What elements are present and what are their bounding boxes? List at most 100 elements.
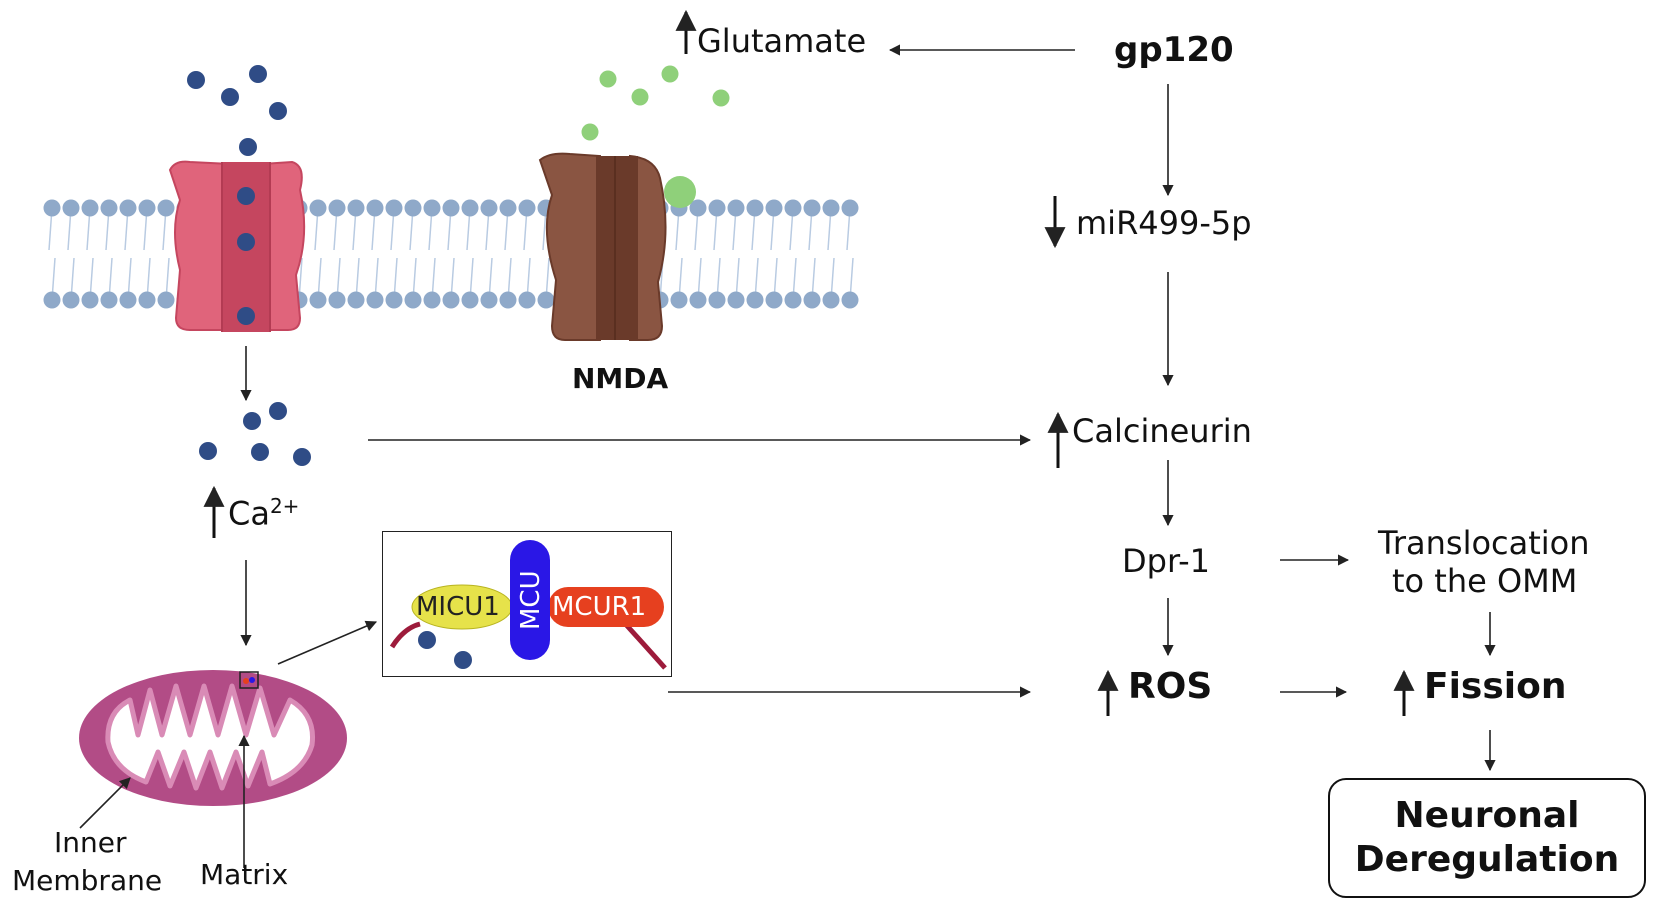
lipid-head — [765, 291, 783, 309]
lipid-head — [119, 291, 137, 309]
lipid-head — [822, 199, 840, 217]
calcium-ion — [221, 88, 239, 106]
lipid-head — [708, 199, 726, 217]
nmda-label: NMDA — [572, 362, 669, 395]
gp120-label: gp120 — [1114, 30, 1234, 70]
lipid-head — [328, 199, 346, 217]
calcium-ion — [237, 307, 255, 325]
lipid-head — [480, 291, 498, 309]
lipid-head — [442, 199, 460, 217]
lipid-head — [138, 291, 156, 309]
glutamate-molecule — [712, 89, 730, 107]
lipid-head — [727, 291, 745, 309]
lipid-head — [746, 199, 764, 217]
ros-label: ROS — [1128, 666, 1213, 707]
calcium-ion — [293, 448, 311, 466]
lipid-head — [328, 291, 346, 309]
lipid-head — [309, 291, 327, 309]
lipid-head — [480, 199, 498, 217]
lipid-head — [727, 199, 745, 217]
lipid-head — [62, 291, 80, 309]
lipid-head — [461, 291, 479, 309]
lipid-head — [366, 291, 384, 309]
lipid-head — [309, 199, 327, 217]
calcium-charge: 2+ — [269, 494, 300, 518]
dpr1-label: Dpr-1 — [1122, 542, 1210, 580]
cell-membrane — [43, 199, 859, 309]
lipid-head — [518, 199, 536, 217]
lipid-head — [803, 199, 821, 217]
lipid-head — [347, 199, 365, 217]
calcium-ion — [269, 402, 287, 420]
inner-membrane-label-line1: Inner — [54, 826, 127, 859]
translocation-label-line2: to the OMM — [1392, 562, 1578, 600]
fission-label: Fission — [1424, 666, 1567, 707]
glutamate-label: Glutamate — [697, 22, 867, 60]
lipid-head — [404, 199, 422, 217]
lipid-head — [841, 291, 859, 309]
calcium-ion — [269, 102, 287, 120]
nmda-receptor — [538, 152, 667, 341]
lipid-head — [822, 291, 840, 309]
neuronal-deregulation-line2: Deregulation — [1354, 839, 1620, 880]
lipid-head — [746, 291, 764, 309]
calcium-ion — [239, 138, 257, 156]
lipid-head — [442, 291, 460, 309]
inner-membrane-label-line2: Membrane — [12, 864, 163, 897]
lipid-head — [784, 199, 802, 217]
calcium-channel — [168, 160, 306, 332]
lipid-head — [537, 291, 555, 309]
calcium-ion — [237, 233, 255, 251]
lipid-head — [157, 291, 175, 309]
calcium-ion — [187, 71, 205, 89]
calcium-ions — [187, 65, 311, 466]
calcium-ion — [237, 187, 255, 205]
micu1-label: MICU1 — [416, 592, 500, 622]
lipid-head — [100, 199, 118, 217]
glutamate-molecules — [581, 65, 730, 141]
lipid-head — [404, 291, 422, 309]
mcu-complex — [389, 540, 667, 670]
calcium-label: Ca2+ — [228, 494, 299, 533]
mitochondrion — [79, 670, 347, 806]
glutamate-molecule — [631, 88, 649, 106]
lipid-head — [518, 291, 536, 309]
lipid-head — [138, 199, 156, 217]
mcu-inset-frame — [382, 531, 672, 677]
lipid-head — [765, 199, 783, 217]
lipid-head — [841, 199, 859, 217]
lipid-head — [499, 291, 517, 309]
mir-label: miR499-5p — [1076, 204, 1252, 242]
translocation-label-line1: Translocation — [1378, 524, 1590, 562]
glutamate-bound — [664, 176, 696, 208]
mcur1-label: MCUR1 — [552, 592, 647, 622]
lipid-head — [689, 291, 707, 309]
lipid-head — [347, 291, 365, 309]
lipid-head — [670, 291, 688, 309]
calcium-ion — [249, 65, 267, 83]
trend-arrows — [203, 9, 1415, 716]
glutamate-molecule — [581, 123, 599, 141]
lipid-head — [689, 199, 707, 217]
lipid-head — [499, 199, 517, 217]
lipid-head — [43, 199, 61, 217]
lipid-head — [708, 291, 726, 309]
lipid-head — [100, 291, 118, 309]
lipid-head — [43, 291, 61, 309]
flow-arrows — [79, 44, 1496, 868]
lipid-head — [81, 291, 99, 309]
lipid-head — [62, 199, 80, 217]
calcium-ion — [199, 442, 217, 460]
lipid-head — [81, 199, 99, 217]
lipid-head — [119, 199, 137, 217]
lipid-head — [385, 291, 403, 309]
calcineurin-label: Calcineurin — [1072, 412, 1252, 450]
lipid-head — [366, 199, 384, 217]
mcu-label: MCU — [516, 570, 546, 630]
calcium-ion — [251, 443, 269, 461]
lipid-head — [157, 199, 175, 217]
glutamate-molecule — [599, 70, 617, 88]
lipid-head — [784, 291, 802, 309]
lipid-head — [803, 291, 821, 309]
